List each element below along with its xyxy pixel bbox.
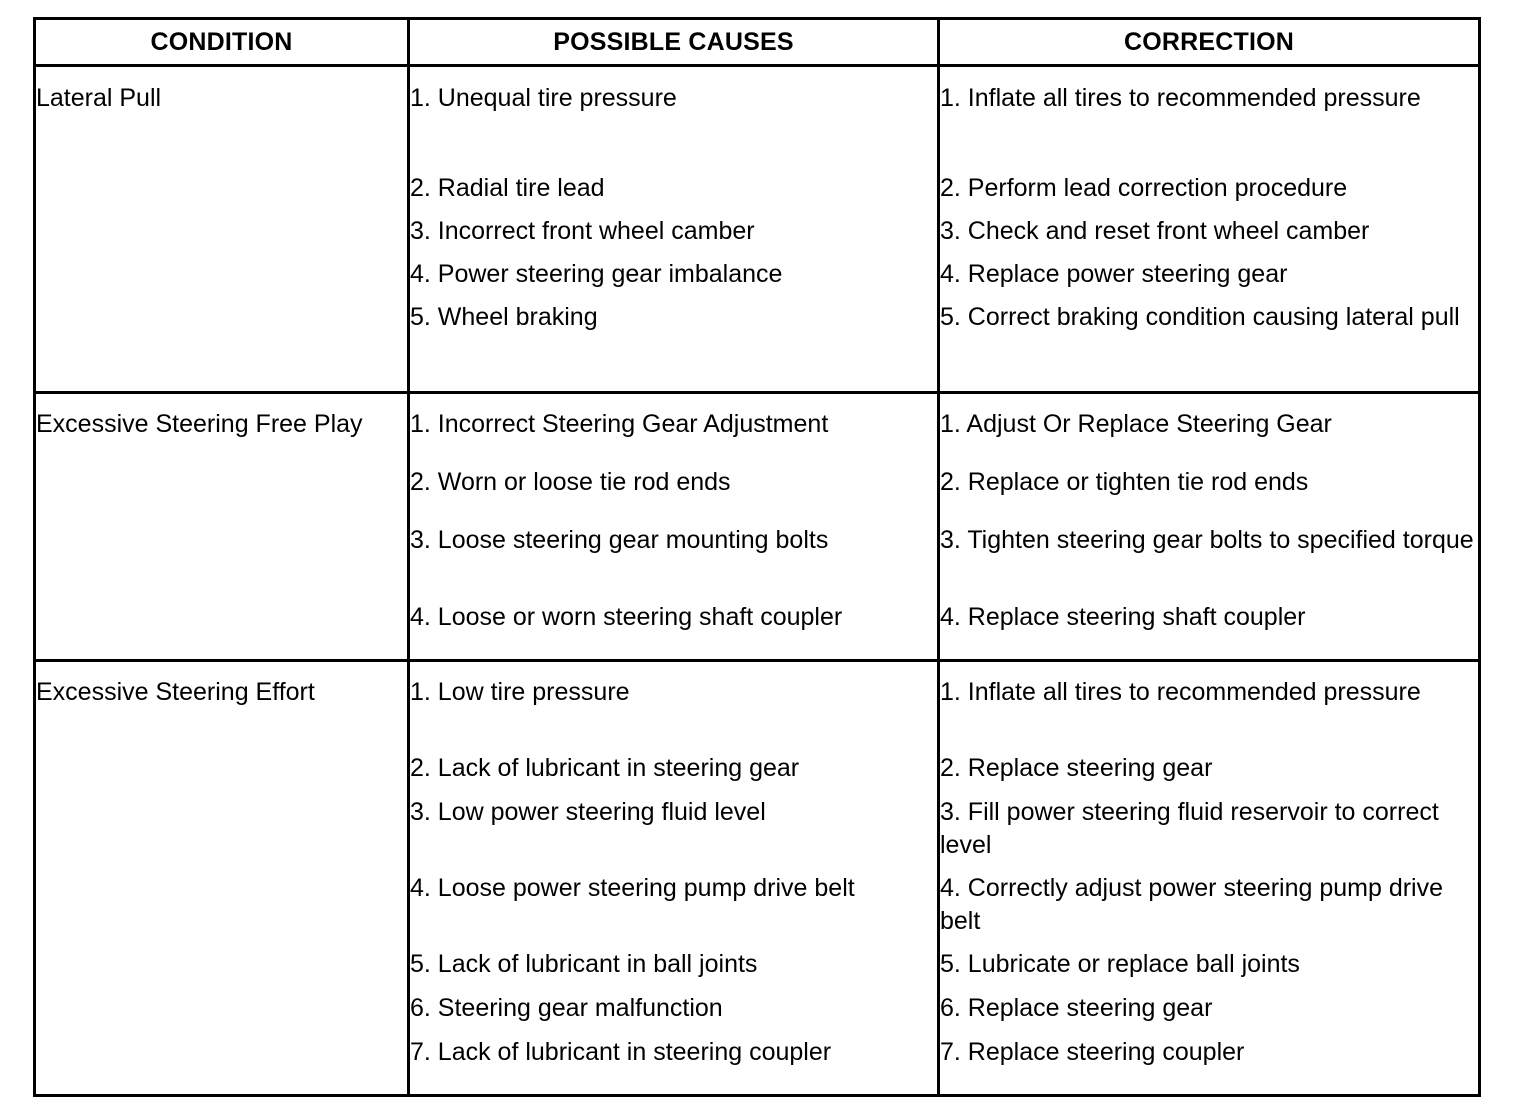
list-item: 1. Inflate all tires to recommended pres… <box>940 84 1421 112</box>
list-item: 4. Replace steering shaft coupler <box>940 603 1306 631</box>
list-item: 3. Tighten steering gear bolts to specif… <box>940 526 1474 554</box>
column-header-possible-causes: POSSIBLE CAUSES <box>407 17 940 67</box>
list-item: 3. Loose steering gear mounting bolts <box>410 526 829 554</box>
table-row: Excessive Steering Free Play 1. Incorrec… <box>33 391 1481 662</box>
corrections-list: 1. Adjust Or Replace Steering Gear 2. Re… <box>940 408 1478 659</box>
corrections-list: 1. Inflate all tires to recommended pres… <box>940 676 1478 1080</box>
list-item: 2. Perform lead correction procedure <box>940 174 1348 202</box>
list-item: 4. Correctly adjust power steering pump … <box>940 874 1444 935</box>
list-item: 2. Replace steering gear <box>940 754 1213 782</box>
condition-label: Excessive Steering Free Play <box>36 410 363 438</box>
table-body: Lateral Pull 1. Unequal tire pressure 2.… <box>33 64 1481 1097</box>
list-item: 5. Wheel braking <box>410 303 598 331</box>
causes-list: 1. Low tire pressure 2. Lack of lubrican… <box>410 676 937 1080</box>
correction-cell: 1. Inflate all tires to recommended pres… <box>937 659 1481 1097</box>
corrections-list: 1. Inflate all tires to recommended pres… <box>940 82 1478 391</box>
condition-label: Lateral Pull <box>36 84 162 112</box>
list-item: 2. Radial tire lead <box>410 174 605 202</box>
list-item: 3. Incorrect front wheel camber <box>410 217 755 245</box>
list-item: 3. Fill power steering fluid reservoir t… <box>940 798 1439 859</box>
document-page: CONDITION POSSIBLE CAUSES CORRECTION Lat… <box>33 17 1481 1097</box>
list-item: 3. Check and reset front wheel camber <box>940 217 1370 245</box>
causes-cell: 1. Low tire pressure 2. Lack of lubrican… <box>407 659 940 1097</box>
list-item: 2. Lack of lubricant in steering gear <box>410 754 800 782</box>
correction-cell: 1. Adjust Or Replace Steering Gear 2. Re… <box>937 391 1481 662</box>
column-header-correction: CORRECTION <box>937 17 1481 67</box>
table-row: Lateral Pull 1. Unequal tire pressure 2.… <box>33 64 1481 394</box>
table-row: Excessive Steering Effort 1. Low tire pr… <box>33 659 1481 1097</box>
list-item: 5. Lubricate or replace ball joints <box>940 950 1300 978</box>
column-header-condition: CONDITION <box>33 17 410 67</box>
condition-cell: Excessive Steering Effort <box>33 659 410 1097</box>
list-item: 2. Worn or loose tie rod ends <box>410 468 731 496</box>
list-item: 2. Replace or tighten tie rod ends <box>940 468 1309 496</box>
list-item: 6. Steering gear malfunction <box>410 994 723 1022</box>
condition-cell: Lateral Pull <box>33 64 410 394</box>
list-item: 5. Correct braking condition causing lat… <box>940 303 1460 331</box>
list-item: 6. Replace steering gear <box>940 994 1213 1022</box>
list-item: 1. Low tire pressure <box>410 678 630 706</box>
causes-cell: 1. Unequal tire pressure 2. Radial tire … <box>407 64 940 394</box>
list-item: 7. Lack of lubricant in steering coupler <box>410 1038 832 1066</box>
list-item: 4. Power steering gear imbalance <box>410 260 783 288</box>
list-item: 7. Replace steering coupler <box>940 1038 1245 1066</box>
list-item: 1. Inflate all tires to recommended pres… <box>940 678 1421 706</box>
causes-cell: 1. Incorrect Steering Gear Adjustment 2.… <box>407 391 940 662</box>
list-item: 1. Incorrect Steering Gear Adjustment <box>410 410 829 438</box>
list-item: 1. Adjust Or Replace Steering Gear <box>940 410 1332 438</box>
condition-label: Excessive Steering Effort <box>36 678 315 706</box>
list-item: 1. Unequal tire pressure <box>410 84 677 112</box>
causes-list: 1. Incorrect Steering Gear Adjustment 2.… <box>410 408 937 659</box>
condition-cell: Excessive Steering Free Play <box>33 391 410 662</box>
steering-diagnosis-table: CONDITION POSSIBLE CAUSES CORRECTION Lat… <box>33 17 1481 1097</box>
list-item: 4. Replace power steering gear <box>940 260 1288 288</box>
list-item: 4. Loose or worn steering shaft coupler <box>410 603 843 631</box>
list-item: 5. Lack of lubricant in ball joints <box>410 950 758 978</box>
header-row: CONDITION POSSIBLE CAUSES CORRECTION <box>33 17 1481 67</box>
causes-list: 1. Unequal tire pressure 2. Radial tire … <box>410 82 937 391</box>
list-item: 4. Loose power steering pump drive belt <box>410 874 855 902</box>
correction-cell: 1. Inflate all tires to recommended pres… <box>937 64 1481 394</box>
list-item: 3. Low power steering fluid level <box>410 798 766 826</box>
table-header: CONDITION POSSIBLE CAUSES CORRECTION <box>33 17 1481 67</box>
